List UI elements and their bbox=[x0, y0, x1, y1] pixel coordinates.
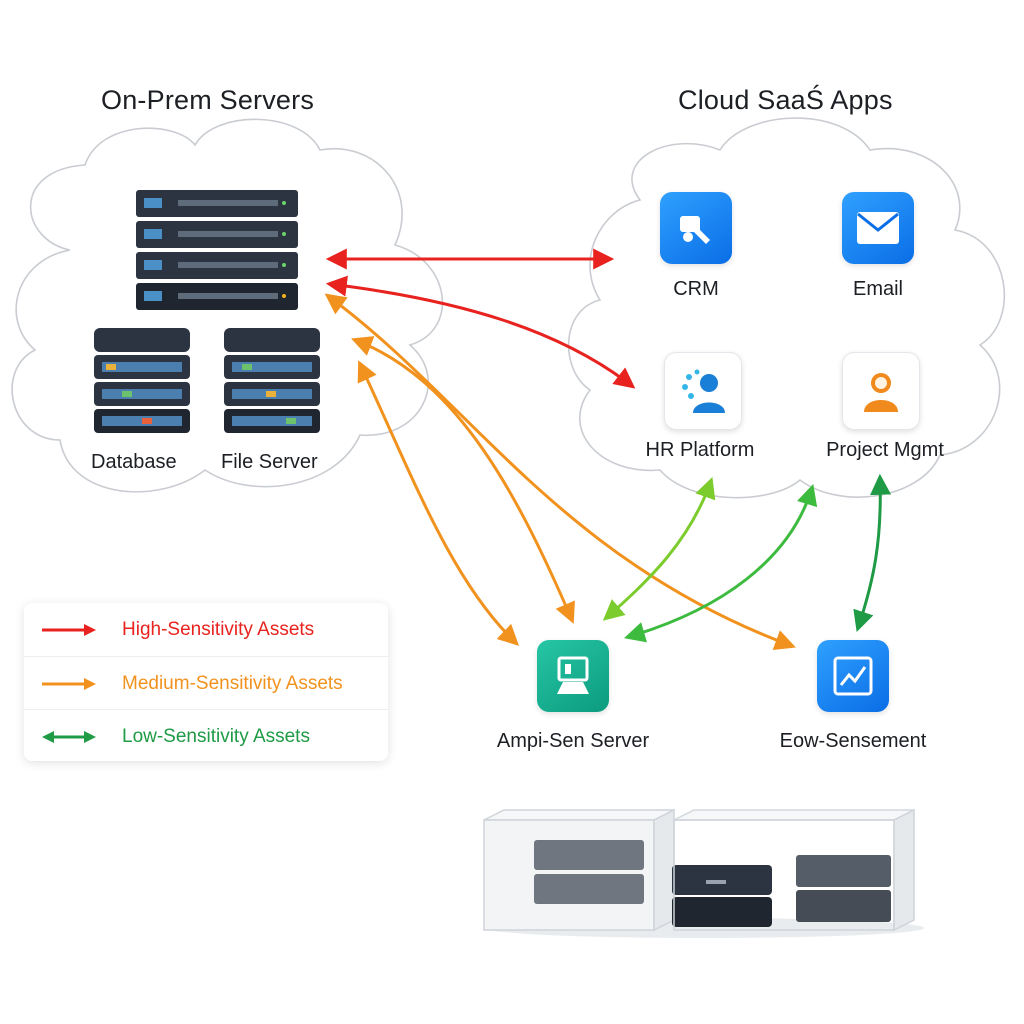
orange-arrow-icon bbox=[42, 677, 96, 690]
database-label: Database bbox=[91, 451, 177, 473]
connector-low-hr bbox=[602, 477, 716, 621]
red-arrow-icon bbox=[42, 623, 96, 636]
legend-label-medium: Medium-Sensitivity Assets bbox=[122, 672, 343, 694]
legend-item-low: Low-Sensitivity Assets bbox=[24, 709, 388, 763]
api-server-icon[interactable] bbox=[537, 640, 609, 712]
crm-label: CRM bbox=[673, 278, 719, 300]
storage-boxes-icon bbox=[483, 808, 924, 938]
database-icon bbox=[94, 328, 190, 433]
green-double-arrow-icon bbox=[42, 730, 96, 743]
onprem-title: On-Prem Servers bbox=[101, 85, 315, 115]
legend-item-medium: Medium-Sensitivity Assets bbox=[24, 656, 388, 710]
server-rack-icon bbox=[136, 190, 298, 310]
hr-platform-label: HR Platform bbox=[645, 439, 755, 461]
email-label: Email bbox=[852, 278, 903, 300]
file-server-label: File Server bbox=[221, 451, 318, 473]
legend-label-high: High-Sensitivity Assets bbox=[122, 618, 315, 640]
connector-low-project bbox=[623, 483, 818, 643]
connector-low-lowsens bbox=[853, 473, 892, 632]
analytics-icon[interactable] bbox=[817, 640, 889, 712]
crm-icon[interactable] bbox=[660, 192, 732, 264]
legend-item-high: High-Sensitivity Assets bbox=[24, 603, 388, 656]
low-sens-label: Eow-Sensement bbox=[779, 730, 927, 752]
legend: High-Sensitivity Assets Medium-Sensitivi… bbox=[24, 603, 388, 761]
email-icon[interactable] bbox=[842, 192, 914, 264]
connector-medium-api-2 bbox=[357, 360, 520, 646]
hr-platform-icon[interactable] bbox=[664, 352, 742, 430]
legend-label-low: Low-Sensitivity Assets bbox=[122, 725, 310, 747]
api-server-label: Ampi-Sen Server bbox=[496, 730, 650, 752]
project-mgmt-label: Project Mgmt bbox=[826, 439, 944, 461]
cloud-title: Cloud SaaŚ Apps bbox=[678, 85, 893, 115]
file-server-icon bbox=[224, 328, 320, 433]
project-mgmt-icon[interactable] bbox=[842, 352, 920, 430]
